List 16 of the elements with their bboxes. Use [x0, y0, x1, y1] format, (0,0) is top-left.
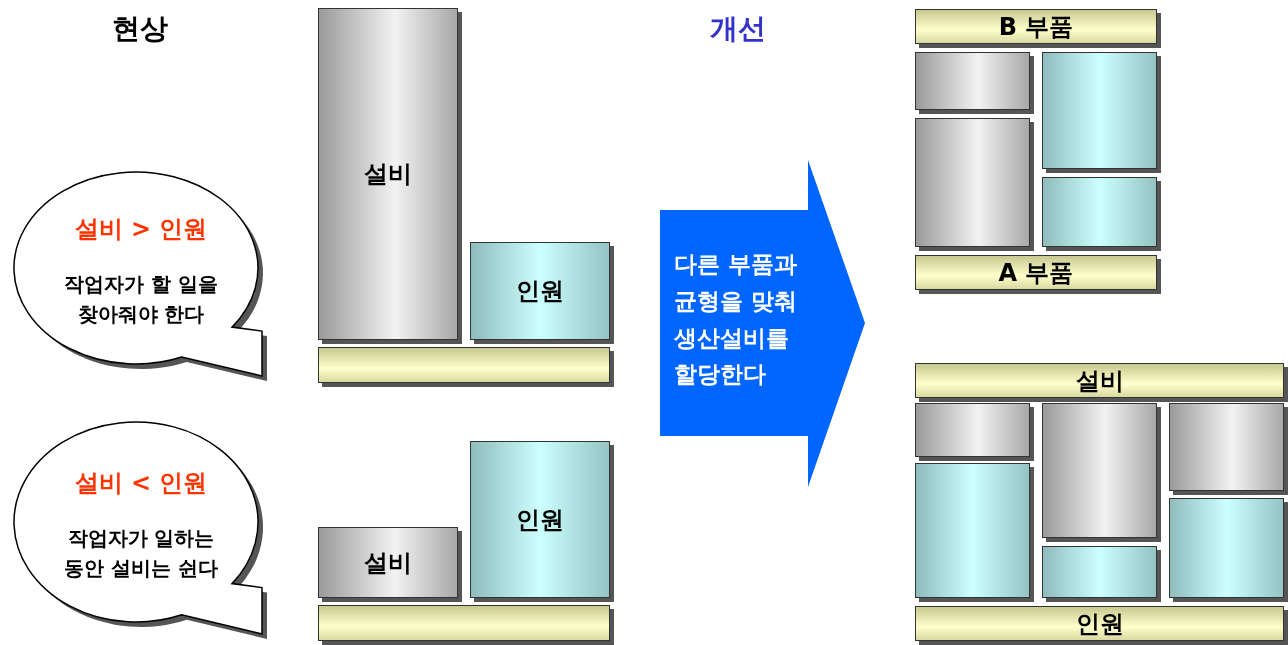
block-arrow [660, 160, 865, 487]
bar-label: 설비 [1075, 365, 1124, 397]
arrow-text: 다른 부품과 균형을 맞춰 생산설비를 할당한다 [674, 250, 798, 390]
bubble-heading: 설비 > 인원 [74, 214, 208, 245]
section-heading: 개선 [710, 11, 766, 47]
block-label: 인원 [516, 276, 564, 307]
bar-label: B 부품 [998, 11, 1074, 43]
block-label: 설비 [364, 159, 412, 190]
bar-label: 인원 [1075, 608, 1124, 640]
bubble-text: 작업자가 할 일을 찾아줘야 한다 [63, 271, 219, 328]
block-label: 설비 [364, 547, 412, 579]
bubble-heading: 설비 < 인원 [74, 468, 208, 499]
section-heading: 현상 [112, 11, 168, 47]
block-label: 인원 [516, 504, 564, 536]
bubble-text: 작업자가 일하는 동안 설비는 쉰다 [63, 525, 219, 582]
bar-label: A 부품 [998, 257, 1074, 289]
